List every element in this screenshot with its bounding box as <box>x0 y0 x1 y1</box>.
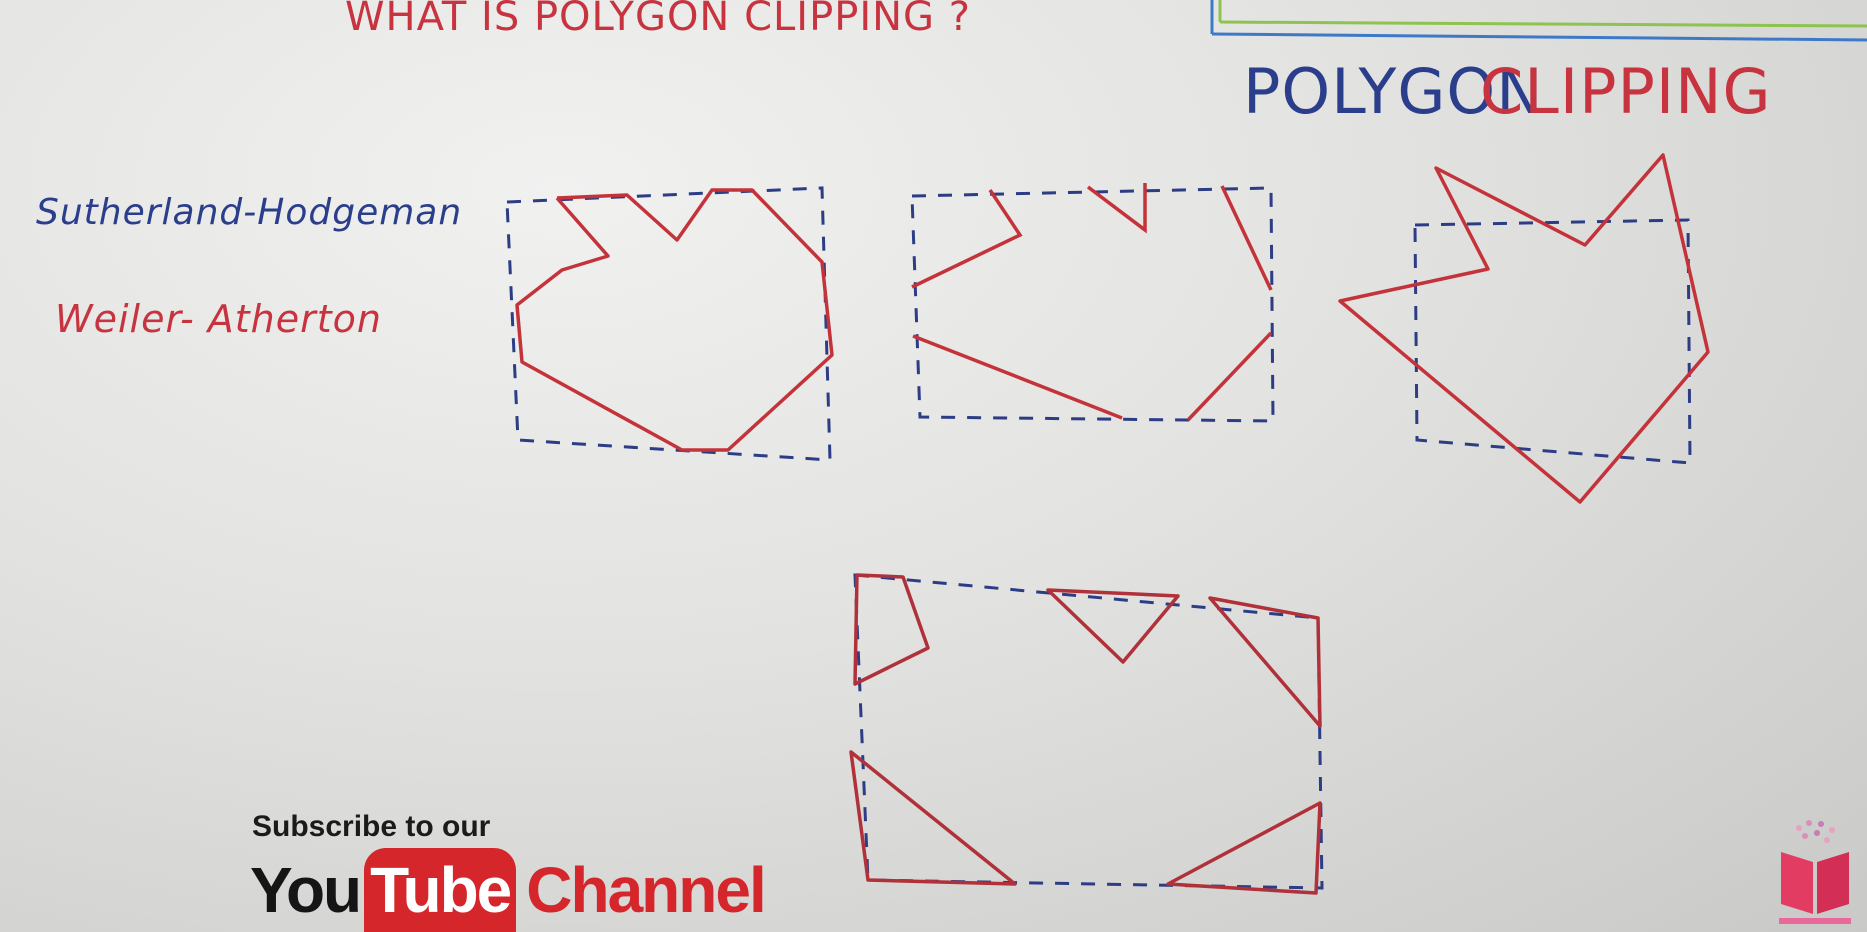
subject-polygon <box>1338 153 1710 504</box>
diagram-weiler-fragments <box>910 183 1275 423</box>
top-right-frame <box>1210 0 1867 42</box>
polygon-fragment <box>911 189 1023 289</box>
youtube-tube-text: Tube <box>364 848 517 932</box>
subscribe-caption: Subscribe to our <box>252 810 491 843</box>
clip-window <box>505 186 832 462</box>
youtube-you-text: You <box>250 854 362 926</box>
clip-window <box>853 573 1324 890</box>
exterior-region <box>849 750 1017 886</box>
clipped-polygon <box>515 188 834 452</box>
polygon-fragment <box>1186 331 1273 422</box>
clip-window <box>1413 218 1692 465</box>
youtube-channel-text: Channel <box>526 854 766 926</box>
exterior-region <box>1166 801 1322 895</box>
channel-logo-icon <box>1779 820 1851 924</box>
diagram-original-polygon <box>1338 153 1710 504</box>
polygon-fragment <box>912 334 1123 420</box>
heading-polygon: POLYGON <box>1243 55 1544 128</box>
board-title: WHAT IS POLYGON CLIPPING ? <box>345 0 971 40</box>
clip-window <box>910 186 1275 423</box>
exterior-region <box>1046 588 1180 664</box>
method-weiler-atherton: Weiler- Atherton <box>55 297 382 341</box>
polygon-fragment <box>1086 183 1147 234</box>
heading-clipping: CLIPPING <box>1480 55 1772 128</box>
method-sutherland-hodgeman: Sutherland-Hodgeman <box>36 192 462 233</box>
diagram-exterior-regions <box>849 573 1324 895</box>
exterior-region <box>1208 596 1322 728</box>
exterior-region <box>853 573 930 686</box>
diagram-sutherland-clipped <box>505 186 834 462</box>
polygon-fragment <box>1220 185 1273 291</box>
